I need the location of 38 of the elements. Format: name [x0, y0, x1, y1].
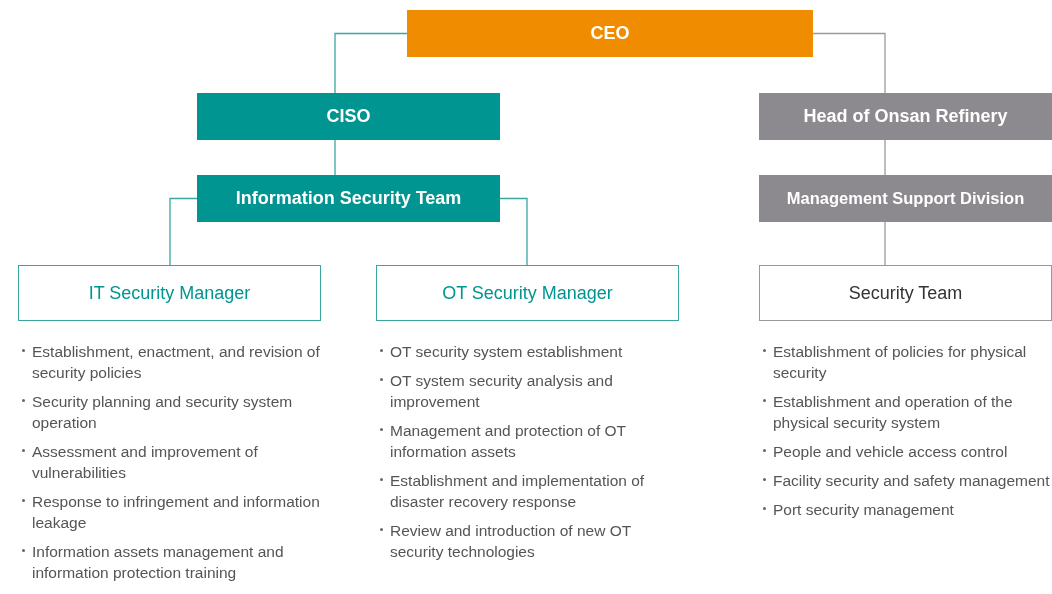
connector-line — [884, 139, 886, 176]
node-label: CISO — [326, 106, 371, 127]
node-label: OT Security Manager — [442, 282, 613, 304]
bullet-item: Establishment and operation of the physical security system — [763, 391, 1052, 433]
org-unit-box — [759, 175, 1052, 222]
org-unit-box — [197, 93, 500, 140]
node-label: Management Support Division — [786, 189, 1025, 208]
bullet-item: Response to infringement and information leakage — [22, 491, 327, 533]
connector-line — [169, 197, 198, 266]
bullet-item: Facility security and safety management — [763, 470, 1052, 491]
connector-line — [334, 32, 408, 94]
bullet-item: OT system security analysis and improvement — [380, 370, 685, 412]
org-unit-box — [197, 175, 500, 222]
bullet-item: Port security management — [763, 499, 1052, 520]
connector-line — [812, 32, 886, 94]
bullet-item: Establishment of policies for physical security — [763, 341, 1052, 383]
bullet-item: Review and introduction of new OT security technologies — [380, 520, 685, 562]
role-box — [18, 265, 321, 321]
org-unit-box — [407, 10, 813, 57]
connector-line — [334, 139, 336, 176]
bullet-item: OT security system establishment — [380, 341, 685, 362]
role-box — [759, 265, 1052, 321]
node-label: IT Security Manager — [88, 282, 251, 304]
bullet-item: Establishment and implementation of disaster recovery response — [380, 470, 685, 512]
bullet-item: People and vehicle access control — [763, 441, 1052, 462]
bullet-item: Establishment, enactment, and revision of security policies — [22, 341, 327, 383]
bullet-item: Assessment and improvement of vulnerabilities — [22, 441, 327, 483]
role-box — [376, 265, 679, 321]
node-label: Information Security Team — [235, 188, 462, 209]
bullet-item: Management and protection of OT information assets — [380, 420, 685, 462]
node-label: Head of Onsan Refinery — [803, 106, 1008, 127]
bullet-item: Security planning and security system operation — [22, 391, 327, 433]
node-label: CEO — [590, 23, 630, 44]
bullet-item: Information assets management and information protection training — [22, 541, 327, 583]
node-label: Security Team — [848, 282, 963, 304]
connector-line — [884, 221, 886, 266]
connector-line — [499, 197, 528, 266]
org-unit-box — [759, 93, 1052, 140]
